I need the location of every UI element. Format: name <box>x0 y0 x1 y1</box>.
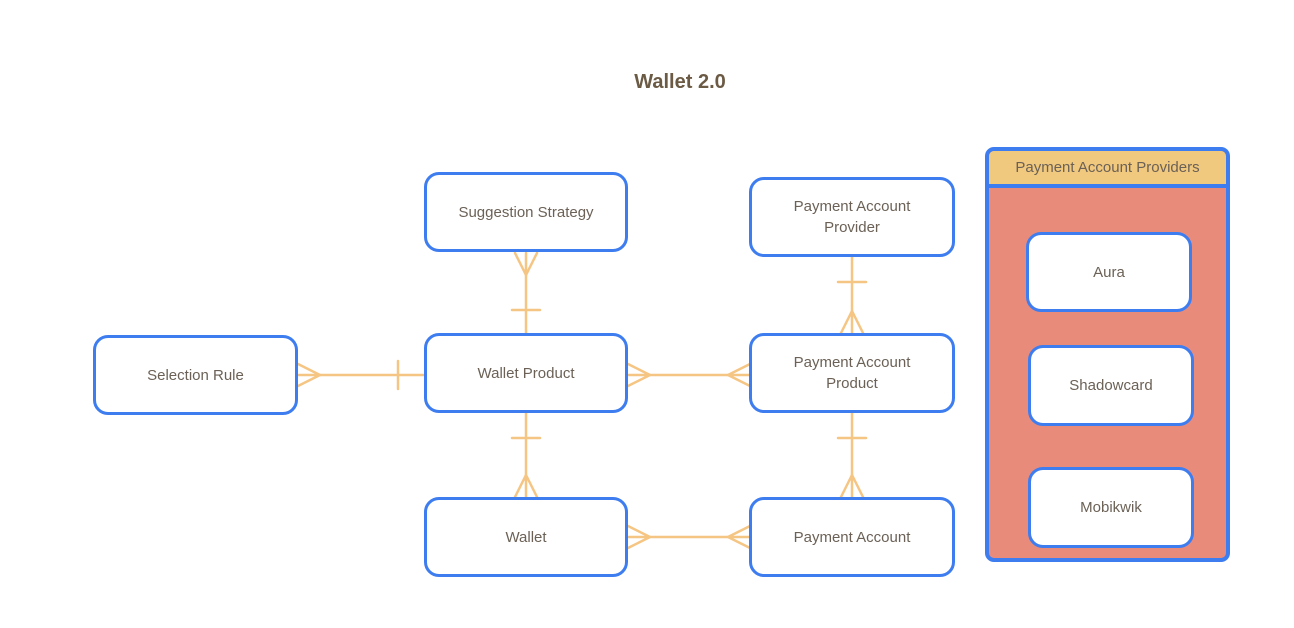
entity-label: Selection Rule <box>147 366 244 384</box>
group-header: Payment Account Providers <box>989 151 1226 188</box>
entity-label: Wallet <box>505 528 547 546</box>
entity-label: Payment Account Provider <box>793 198 911 236</box>
entity-payment-account-provider: Payment Account Provider <box>749 177 955 257</box>
entity-wallet: Wallet <box>424 497 628 577</box>
connector-suggestion-strategy-wallet-product <box>510 251 542 335</box>
provider-box-shadowcard: Shadowcard <box>1028 345 1194 426</box>
connector-payment-account-provider-payment-account-product <box>836 255 868 335</box>
entity-selection-rule: Selection Rule <box>93 335 298 415</box>
diagram-title: Wallet 2.0 <box>634 71 726 93</box>
provider-label: Shadowcard <box>1069 377 1153 394</box>
connector-selection-rule-wallet-product <box>296 359 426 391</box>
entity-label: Suggestion Strategy <box>458 203 594 221</box>
entity-label: Payment Account Product <box>793 354 911 392</box>
connector-wallet-product-payment-account-product <box>626 362 752 388</box>
provider-label: Aura <box>1093 263 1125 281</box>
provider-box-mobikwik: Mobikwik <box>1028 467 1194 548</box>
connector-wallet-product-wallet <box>510 411 542 499</box>
entity-suggestion-strategy: Suggestion Strategy <box>424 172 628 252</box>
group-title: Payment Account Providers <box>1015 159 1200 176</box>
provider-box-aura: Aura <box>1026 232 1192 312</box>
entity-label: Wallet Product <box>477 364 575 382</box>
connector-wallet-payment-account <box>626 524 752 550</box>
entity-payment-account: Payment Account <box>749 497 955 577</box>
connector-payment-account-product-payment-account <box>836 411 868 499</box>
entity-wallet-product: Wallet Product <box>424 333 628 413</box>
entity-payment-account-product: Payment Account Product <box>749 333 955 413</box>
provider-label: Mobikwik <box>1080 499 1142 516</box>
entity-label: Payment Account <box>793 528 911 546</box>
